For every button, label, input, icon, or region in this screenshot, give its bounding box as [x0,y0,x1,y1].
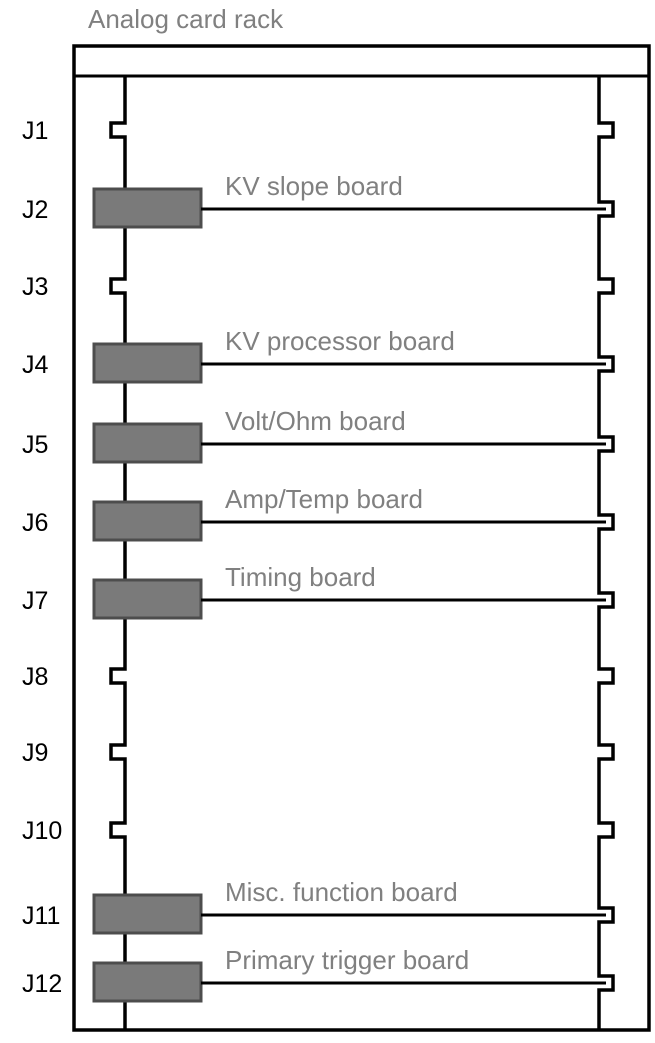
slot-label: J5 [22,431,48,459]
slot-label: J11 [22,902,60,930]
slot-label: J10 [22,817,62,845]
slot-j6: J6 Amp/Temp board [22,484,606,542]
slot-label: J1 [22,117,48,145]
board-label: Amp/Temp board [225,484,423,514]
slot-j10: J10 [22,817,62,845]
board-card[interactable] [92,342,203,384]
slot-label: J9 [22,739,48,767]
slot-label: J12 [22,970,62,998]
board-label: Misc. function board [225,877,458,907]
slot-label: J4 [22,351,49,379]
board-label: Volt/Ohm board [225,406,406,436]
slot-j3: J3 [22,273,48,301]
board-card[interactable] [92,500,203,542]
slot-label: J6 [22,509,48,537]
board-card[interactable] [92,578,203,620]
slot-j5: J5 Volt/Ohm board [22,406,606,464]
board-label: Timing board [225,562,376,592]
slot-label: J3 [22,273,48,301]
board-label: Primary trigger board [225,945,469,975]
rack-title: Analog card rack [88,4,284,34]
slot-j11: J11 Misc. function board [22,877,606,935]
slot-j7: J7 Timing board [22,562,606,620]
slot-j12: J12 Primary trigger board [22,945,606,1003]
slot-j1: J1 [22,117,48,145]
slot-label: J2 [22,196,48,224]
board-card[interactable] [92,961,203,1003]
board-label: KV processor board [225,326,455,356]
slot-j8: J8 [22,663,48,691]
right-card-guide-rail [597,76,615,1030]
slot-j4: J4 KV processor board [22,326,606,384]
board-card[interactable] [92,187,203,229]
slot-j9: J9 [22,739,48,767]
rack-frame [72,44,651,1032]
board-label: KV slope board [225,171,403,201]
slot-label: J8 [22,663,48,691]
slot-label: J7 [22,587,48,615]
board-card[interactable] [92,422,203,464]
board-card[interactable] [92,893,203,935]
slot-j2: J2 KV slope board [22,171,606,229]
